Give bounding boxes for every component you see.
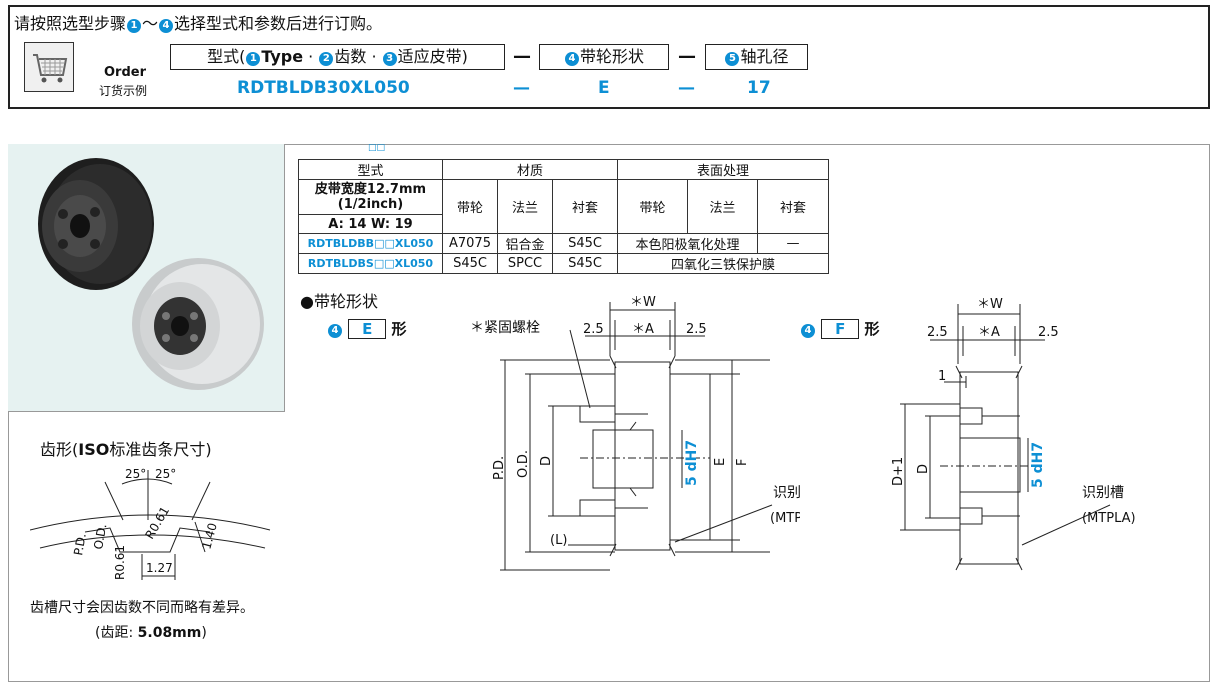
row-value: 本色阳极氧化处理 xyxy=(617,233,758,254)
dim-25-left: 2.5 xyxy=(583,322,604,337)
order-label: Order xyxy=(104,65,146,80)
dim-l: (L) xyxy=(550,533,567,548)
tooth-width: 1.27 xyxy=(146,561,173,575)
dim-od: O.D. xyxy=(516,450,531,478)
dim-d: D xyxy=(539,456,554,466)
header-pulley: 带轮 xyxy=(617,179,688,234)
groove-label: 识别槽 xyxy=(1082,485,1124,501)
header-aw: A: 14 W: 19 xyxy=(298,214,443,234)
product-spec-box xyxy=(8,144,1210,682)
tooth-radius-bottom: R0.61 xyxy=(113,545,127,580)
cart-icon xyxy=(24,42,74,92)
header-belt-width: 皮带宽度12.7mm(1/2inch) xyxy=(298,179,443,215)
shape-e-label: 4 E 形 xyxy=(327,318,406,339)
header-sleeve: 衬套 xyxy=(552,179,618,234)
header-type: 型式 xyxy=(298,159,443,180)
dim-pd: P.D. xyxy=(492,456,507,480)
tooth-title: 齿形(ISO标准齿条尺寸) xyxy=(40,440,212,459)
order-example-box xyxy=(8,5,1210,109)
screw-label: ＊紧固螺栓 xyxy=(470,320,540,336)
tooth-pd: P.D. xyxy=(71,532,89,556)
dim-25-left: 2.5 xyxy=(927,325,948,340)
example-shape-value: E xyxy=(598,78,610,98)
shape-e-drawing: ＊W ＊A 2.5 2.5 ＊紧固螺栓 P.D. O.D. D E F (L) … xyxy=(470,295,800,571)
dim-a: ＊A xyxy=(632,322,654,337)
spec-table: 型式 材质 表面处理 皮带宽度12.7mm(1/2inch) 带轮 法兰 衬套 … xyxy=(298,159,829,274)
tooth-height: 1.40 xyxy=(199,521,219,550)
row-value: S45C xyxy=(442,253,498,274)
shape-f-drawing: ＊W ＊A 2.5 2.5 1 D+1 D 5 dH7 识别槽 (MTPLA) xyxy=(891,297,1136,571)
tiny-marker: □□ xyxy=(368,143,386,153)
dim-25-right: 2.5 xyxy=(686,322,707,337)
header-flange: 法兰 xyxy=(687,179,758,234)
dim-w: ＊W xyxy=(630,295,656,310)
example-type-value: RDTBLDB30XL050 xyxy=(237,78,410,98)
row-type: RDTBLDBB□□XL050 xyxy=(298,233,443,254)
shape-f-label: 4 F 形 xyxy=(800,318,879,339)
dim-25-right: 2.5 xyxy=(1038,325,1059,340)
order-sub-label: 订货示例 xyxy=(99,84,148,98)
header-surface: 表面处理 xyxy=(617,159,829,180)
groove-code: (MTPLA) xyxy=(1082,511,1136,526)
groove-code: (MTPLA) xyxy=(770,511,800,526)
dim-d-plus-1: D+1 xyxy=(891,457,906,486)
dim-a: ＊A xyxy=(978,325,1000,340)
dim-d: D xyxy=(916,464,931,474)
tooth-profile-drawing: 25° 25° R0.61 1.40 R0.61 1.27 O.D. P.D. xyxy=(30,467,271,580)
separator-dash: — xyxy=(678,46,696,67)
dim-bore: 5 dH7 xyxy=(684,440,700,486)
header-flange: 法兰 xyxy=(497,179,553,234)
example-bore-value: 17 xyxy=(747,78,771,98)
row-value: S45C xyxy=(552,253,618,274)
header-pulley: 带轮 xyxy=(442,179,498,234)
row-value: — xyxy=(757,233,829,254)
tooth-pitch-note: (齿距: 5.08mm) xyxy=(95,625,207,641)
separator-dash: — xyxy=(513,46,531,67)
header-material: 材质 xyxy=(442,159,618,180)
shape-title: ●带轮形状 xyxy=(300,292,378,311)
row-value: A7075 xyxy=(442,233,498,254)
product-photo xyxy=(8,144,285,412)
tooth-angle-left: 25° xyxy=(125,467,146,481)
tooth-radius-top: R0.61 xyxy=(142,504,172,541)
groove-label: 识别槽 xyxy=(773,485,800,501)
example-dash: — xyxy=(678,78,695,98)
example-dash: — xyxy=(513,78,530,98)
row-value: 铝合金 xyxy=(497,233,553,254)
dim-1: 1 xyxy=(938,369,946,384)
tooth-od: O.D. xyxy=(91,523,109,551)
row-value: 四氧化三铁保护膜 xyxy=(617,253,829,274)
dim-e: E xyxy=(713,458,728,466)
tooth-angle-right: 25° xyxy=(155,467,176,481)
header-sleeve: 衬套 xyxy=(757,179,829,234)
row-type: RDTBLDBS□□XL050 xyxy=(298,253,443,274)
tooth-note: 齿槽尺寸会因齿数不同而略有差异。 xyxy=(30,600,254,616)
row-value: S45C xyxy=(552,233,618,254)
row-value: SPCC xyxy=(497,253,553,274)
dim-w: ＊W xyxy=(977,297,1003,312)
dim-f: F xyxy=(735,459,750,466)
dim-bore: 5 dH7 xyxy=(1030,442,1046,488)
